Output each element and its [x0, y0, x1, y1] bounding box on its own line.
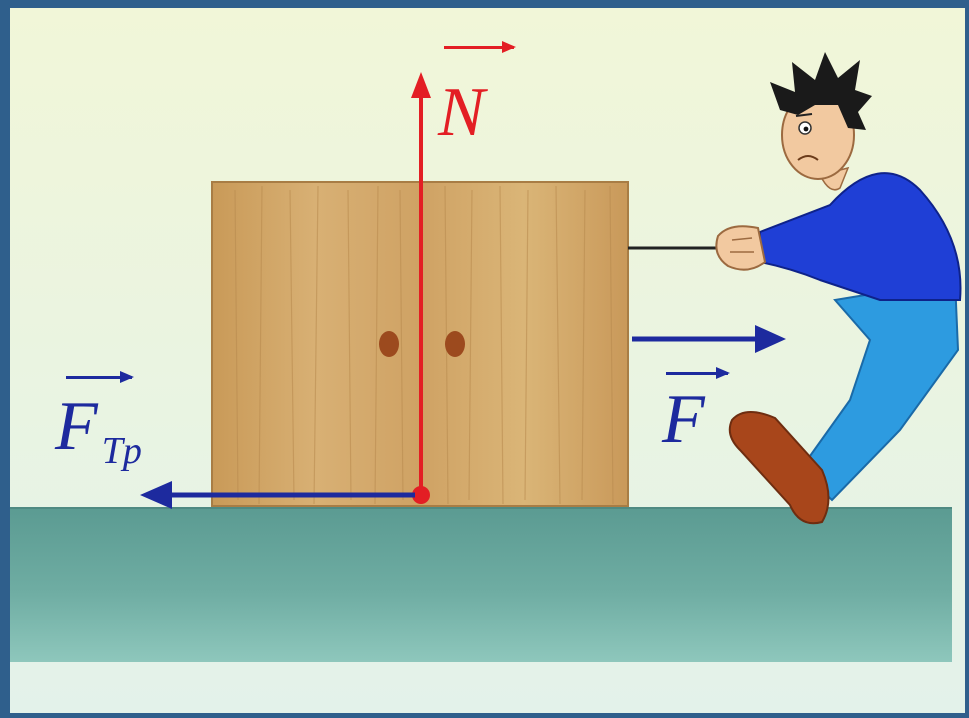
- friction-force-vector-arrow-icon: [66, 371, 134, 383]
- normal-force-label: N: [438, 78, 485, 148]
- box-knob-right: [445, 331, 465, 357]
- person-pulling-icon: [715, 52, 962, 525]
- applied-force-vector-arrow-icon: [666, 367, 730, 379]
- applied-force-letter: F: [662, 381, 705, 458]
- friction-force-subscript: Tp: [101, 430, 142, 472]
- applied-force-arrow: [632, 325, 786, 353]
- normal-force-letter: N: [438, 74, 485, 151]
- applied-force-label: F: [662, 385, 705, 455]
- friction-force-arrow: [140, 481, 415, 509]
- normal-force-vector-arrow-icon: [444, 41, 516, 53]
- friction-force-letter: F: [55, 388, 98, 465]
- normal-force-arrow: [411, 72, 431, 504]
- box-knob-left: [379, 331, 399, 357]
- application-point: [412, 486, 430, 504]
- floor: [10, 507, 952, 662]
